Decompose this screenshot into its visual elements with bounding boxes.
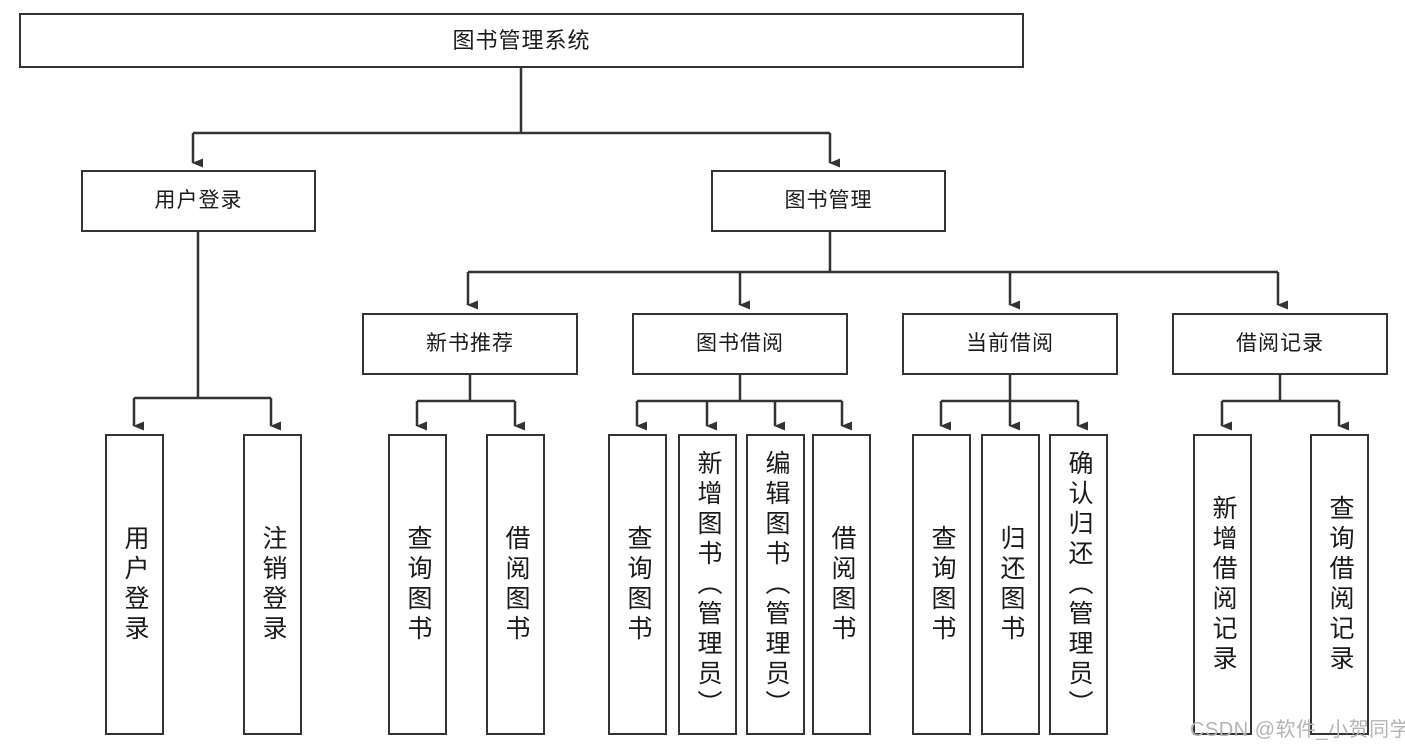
- node-book-borrow[interactable]: 图书借阅: [632, 313, 848, 375]
- node-leaf-add-book-label: 新增图书（管理员）: [694, 449, 722, 720]
- node-borrow-record[interactable]: 借阅记录: [1172, 313, 1388, 375]
- node-leaf-query-record[interactable]: 查询借阅记录: [1310, 434, 1369, 735]
- node-leaf-query-record-label: 查询借阅记录: [1326, 494, 1354, 675]
- node-leaf-add-record[interactable]: 新增借阅记录: [1193, 434, 1252, 735]
- node-leaf-borrow-book-a-label: 借阅图书: [502, 524, 530, 645]
- node-current-borrow[interactable]: 当前借阅: [902, 313, 1118, 375]
- node-leaf-logout[interactable]: 注销登录: [243, 434, 302, 735]
- node-leaf-user-login-label: 用户登录: [121, 524, 149, 645]
- node-new-book-recommend-label: 新书推荐: [426, 331, 514, 355]
- node-leaf-query-book-c-label: 查询图书: [928, 524, 956, 645]
- node-user-login-label: 用户登录: [154, 188, 243, 212]
- node-leaf-query-book-a-label: 查询图书: [404, 524, 432, 645]
- node-borrow-record-label: 借阅记录: [1236, 331, 1324, 355]
- node-leaf-borrow-book-a[interactable]: 借阅图书: [486, 434, 545, 735]
- node-leaf-edit-book-label: 编辑图书（管理员）: [762, 449, 790, 720]
- node-user-login[interactable]: 用户登录: [81, 170, 316, 232]
- node-book-management-label: 图书管理: [784, 188, 873, 212]
- node-leaf-edit-book[interactable]: 编辑图书（管理员）: [746, 434, 805, 735]
- node-leaf-return-book-label: 归还图书: [997, 524, 1025, 645]
- node-leaf-query-book-a[interactable]: 查询图书: [388, 434, 447, 735]
- node-leaf-query-book-c[interactable]: 查询图书: [912, 434, 971, 735]
- node-leaf-logout-label: 注销登录: [259, 524, 287, 645]
- node-new-book-recommend[interactable]: 新书推荐: [362, 313, 578, 375]
- node-book-borrow-label: 图书借阅: [696, 331, 784, 355]
- node-leaf-query-book-b[interactable]: 查询图书: [608, 434, 667, 735]
- node-leaf-borrow-book-b[interactable]: 借阅图书: [812, 434, 871, 735]
- node-leaf-return-book[interactable]: 归还图书: [981, 434, 1040, 735]
- node-leaf-confirm-return-label: 确认归还（管理员）: [1065, 449, 1093, 720]
- node-leaf-borrow-book-b-label: 借阅图书: [828, 524, 856, 645]
- node-leaf-add-record-label: 新增借阅记录: [1209, 494, 1237, 675]
- node-leaf-confirm-return[interactable]: 确认归还（管理员）: [1049, 434, 1108, 735]
- node-current-borrow-label: 当前借阅: [966, 331, 1054, 355]
- node-leaf-query-book-b-label: 查询图书: [624, 524, 652, 645]
- node-book-management[interactable]: 图书管理: [711, 170, 946, 232]
- node-root-label: 图书管理系统: [452, 27, 591, 53]
- node-leaf-user-login[interactable]: 用户登录: [105, 434, 164, 735]
- watermark-text: CSDN @软件_小贺同学: [1190, 719, 1405, 741]
- node-leaf-add-book[interactable]: 新增图书（管理员）: [678, 434, 737, 735]
- node-root[interactable]: 图书管理系统: [19, 13, 1024, 68]
